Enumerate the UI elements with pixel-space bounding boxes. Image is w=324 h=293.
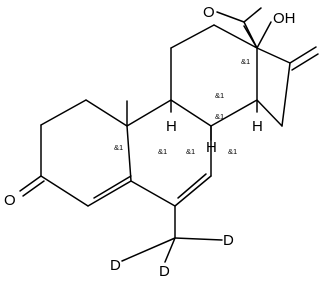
bond xyxy=(40,175,89,207)
bond xyxy=(210,99,258,127)
bond xyxy=(243,7,262,23)
bond xyxy=(19,175,42,192)
bond xyxy=(126,125,132,182)
stereo-label: &1 xyxy=(158,147,167,156)
stereo-label: &1 xyxy=(114,143,123,152)
bond xyxy=(85,99,128,127)
h14-label: H xyxy=(252,118,263,135)
bond xyxy=(256,99,283,127)
bond xyxy=(177,173,207,199)
bond xyxy=(170,24,215,49)
bond xyxy=(126,99,172,127)
bond xyxy=(174,237,223,241)
bond xyxy=(216,11,245,23)
bond xyxy=(281,62,291,127)
bond xyxy=(291,53,319,71)
bond xyxy=(170,99,212,127)
bond xyxy=(256,21,272,49)
bond xyxy=(93,175,132,199)
acetyl-oxygen-label: O xyxy=(203,4,215,21)
stereo-label: &1 xyxy=(228,147,237,156)
ketone-oxygen-label: O xyxy=(4,192,16,209)
stereo-label: &1 xyxy=(186,147,195,156)
deuterium-label: D xyxy=(223,232,234,249)
bond xyxy=(243,21,258,49)
bond xyxy=(164,237,176,263)
stereo-label: &1 xyxy=(215,91,224,100)
bond xyxy=(289,46,317,64)
bond xyxy=(174,175,212,207)
h9-label: H xyxy=(206,139,217,156)
stereo-label: &1 xyxy=(215,112,224,121)
deuterium-label: D xyxy=(110,257,121,274)
bond xyxy=(130,180,176,207)
bond xyxy=(22,180,45,197)
bond xyxy=(87,180,132,207)
h8-label: H xyxy=(166,118,177,135)
hydroxyl-label: OH xyxy=(273,10,296,27)
bond xyxy=(121,237,176,262)
bond xyxy=(256,47,291,64)
deuterium-label: D xyxy=(159,263,170,280)
stereo-label: &1 xyxy=(241,57,250,66)
bond xyxy=(40,99,87,126)
bond xyxy=(213,24,258,49)
